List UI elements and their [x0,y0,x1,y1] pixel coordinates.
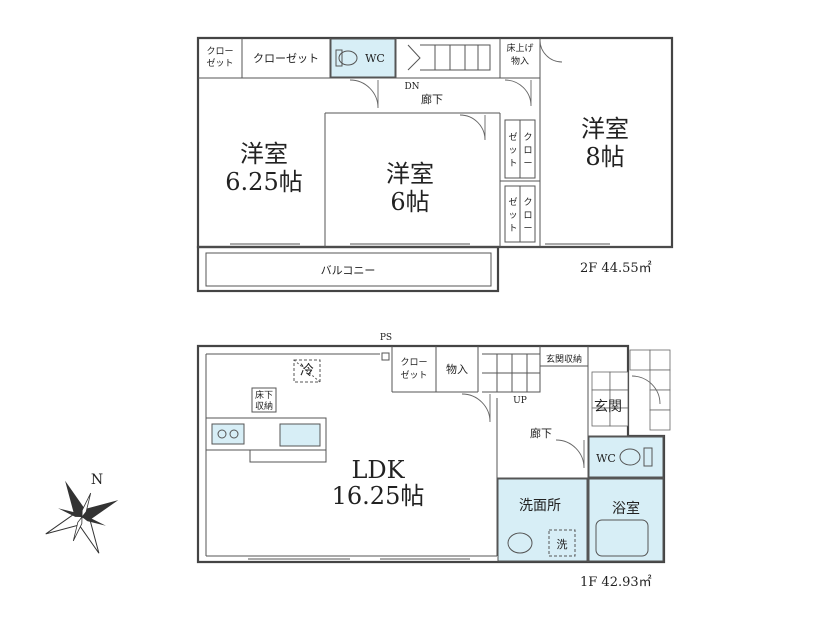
floor2-western-c-size: 8帖 [585,143,624,171]
floor2-stairs [407,44,491,71]
washroom-area [497,478,588,562]
compass-rose-icon [45,480,119,554]
ldk-name: LDK [351,456,405,484]
svg-text:ト: ト [508,159,517,169]
floor1-underfloor-label: 床下 [255,389,273,401]
bathroom-label: 浴室 [612,500,640,517]
svg-text:ゼ: ゼ [508,131,517,143]
floor2-underfloor-label: 床上げ [506,42,533,54]
svg-text:ッ: ッ [508,211,517,221]
svg-text:ト: ト [508,224,517,234]
compass-north-label: N [91,472,103,488]
floor2-area-label: 2F 44.55㎡ [580,261,652,276]
svg-text:ゼ: ゼ [508,196,517,208]
kitchen-counter [205,417,327,451]
kitchen-sink [279,423,321,447]
entrance-label: 玄関 [594,398,622,415]
floor1-area-label: 1F 42.93㎡ [580,575,652,590]
floor2-western-b-name: 洋室 [386,160,434,188]
floor2-western-a-name: 洋室 [240,140,288,168]
floor2-stairs-dn: DN [404,82,419,92]
ldk-size: 16.25帖 [332,482,425,510]
floor1-stairs-up: UP [513,396,527,406]
svg-text:ー: ー [523,224,532,234]
floor1-wc-area [588,436,664,478]
svg-text:ッ: ッ [508,146,517,156]
floor2-hall-label: 廊下 [421,92,443,106]
floor1-closet-label-2: ゼット [400,369,427,381]
floor1-hall-label: 廊下 [530,426,552,440]
fridge-label: 冷 [300,363,314,379]
floor2-western-c-name: 洋室 [581,115,629,143]
floor2-closet-wide-label: クローゼット [253,52,319,65]
floor2-closet-vertical-2: ゼ ッ ト ク ロ ー [508,196,532,234]
floor1-wc-label: WC [596,452,616,465]
entrance-storage-label: 玄関収納 [546,353,582,365]
svg-text:ク: ク [523,197,532,208]
washroom-label: 洗面所 [519,498,561,514]
balcony-label: バルコニー [321,264,376,277]
washer-label: 洗 [557,538,568,551]
floor2-western-a-size: 6.25帖 [225,168,302,196]
svg-text:ロ: ロ [523,211,532,221]
floor2-wc-area [330,38,396,78]
entrance-tiles [591,349,671,431]
floor1-closet-label: クロー [400,357,427,368]
floor2-closet-small-label-2: ゼット [206,57,233,69]
floor1-storage-label: 物入 [446,362,468,376]
floor-1 [196,344,671,564]
floor1-stairs [482,353,541,393]
kitchen-stove [211,423,245,445]
ps-label: PS [380,333,392,343]
floor2-underfloor-label-2: 物入 [511,55,529,67]
floor2-closet-vertical-1: ゼ ッ ト ク ロ ー [508,131,532,169]
floor2-closet-small-label: クロー [206,46,233,57]
svg-text:ー: ー [523,159,532,169]
floor1-underfloor-label-2: 収納 [255,400,273,412]
floor-2 [196,36,674,293]
svg-text:ク: ク [523,132,532,143]
floor2-wc-label: WC [365,52,385,65]
svg-text:ロ: ロ [523,146,532,156]
floor2-western-b-size: 6帖 [390,188,429,216]
